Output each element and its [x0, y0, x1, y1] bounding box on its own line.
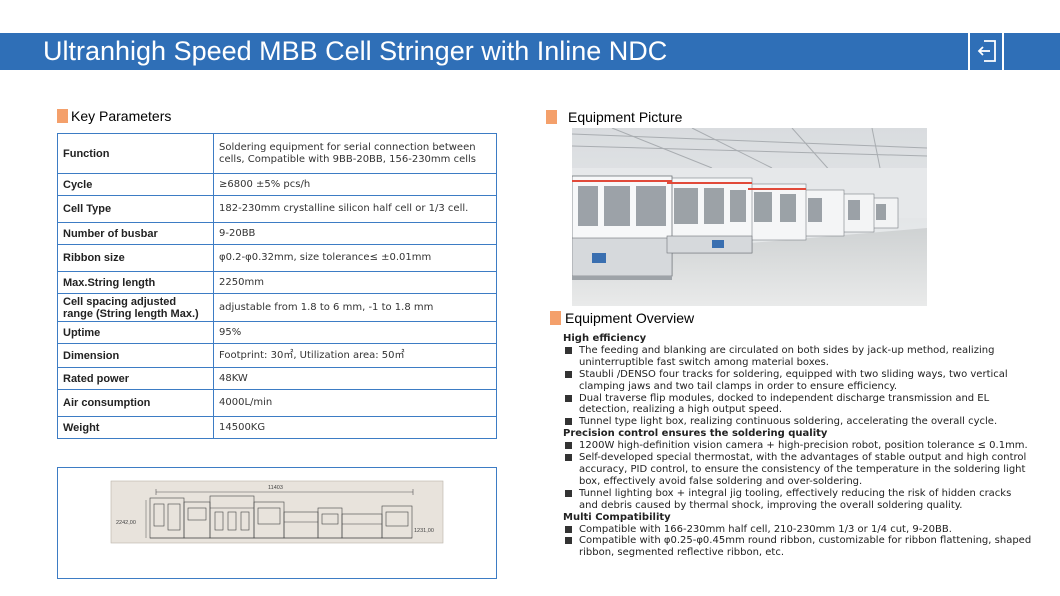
list-item-text: 1200W high-definition vision camera + hi… [579, 440, 1028, 452]
square-bullet-icon [565, 537, 572, 545]
list-item: Compatible with φ0.25-φ0.45mm round ribb… [563, 535, 1033, 559]
drawing-height-label: 2242,00 [116, 520, 136, 526]
table-row: Cycle≥6800 ±5% pcs/h [57, 173, 497, 196]
parameter-label: Ribbon size [57, 244, 214, 272]
heading-marker [550, 311, 561, 325]
square-bullet-icon [565, 418, 572, 426]
parameter-label: Weight [57, 416, 214, 439]
page-title: Ultranhigh Speed MBB Cell Stringer with … [43, 36, 668, 66]
equipment-overview-title: Equipment Overview [565, 310, 695, 326]
list-item-text: Self-developed special thermostat, with … [579, 452, 1027, 487]
exit-button[interactable] [968, 33, 1004, 70]
table-row: Cell spacing adjusted range (String leng… [57, 293, 497, 322]
parameter-value: ≥6800 ±5% pcs/h [213, 173, 497, 196]
parameter-label: Rated power [57, 367, 214, 390]
parameter-value: φ0.2-φ0.32mm, size tolerance≤ ±0.01mm [213, 244, 497, 272]
square-bullet-icon [565, 442, 572, 450]
square-bullet-icon [565, 489, 572, 497]
layout-drawing-frame: 11403 2242,00 1231,00 [57, 467, 497, 579]
square-bullet-icon [565, 525, 572, 533]
list-item-text: Tunnel type light box, realizing continu… [579, 416, 998, 428]
key-parameters-heading: Key Parameters [57, 108, 257, 125]
list-item: Dual traverse flip modules, docked to in… [563, 393, 1033, 417]
square-bullet-icon [565, 346, 572, 354]
list-item-text: The feeding and blanking are circulated … [579, 344, 995, 368]
parameter-value: adjustable from 1.8 to 6 mm, -1 to 1.8 m… [213, 293, 497, 322]
list-item: The feeding and blanking are circulated … [563, 345, 1033, 369]
title-bar: Ultranhigh Speed MBB Cell Stringer with … [0, 33, 1060, 70]
equipment-picture-title: Equipment Picture [568, 109, 683, 125]
parameter-value: 4000L/min [213, 389, 497, 417]
drawing-depth-label: 1231,00 [414, 528, 434, 534]
parameter-label: Air consumption [57, 389, 214, 417]
parameter-label: Max.String length [57, 271, 214, 294]
parameter-label: Cycle [57, 173, 214, 196]
parameter-label: Dimension [57, 343, 214, 368]
overview-section-title: Multi Compatibility [563, 511, 671, 523]
parameter-label: Function [57, 133, 214, 174]
exit-icon [977, 40, 996, 62]
parameter-value: 9-20BB [213, 222, 497, 245]
heading-marker [546, 110, 557, 124]
heading-marker [57, 109, 68, 123]
list-item: Self-developed special thermostat, with … [563, 452, 1033, 488]
overview-section-title: High efficiency [563, 333, 647, 344]
overview-section-title: Precision control ensures the soldering … [563, 428, 828, 440]
equipment-overview-heading: Equipment Overview [550, 310, 750, 327]
list-item: Staubli /DENSO four tracks for soldering… [563, 369, 1033, 393]
parameter-value: 14500KG [213, 416, 497, 439]
equipment-photo [572, 128, 927, 306]
machine-layout-drawing: 11403 2242,00 1231,00 [110, 480, 444, 544]
list-item: Compatible with 166-230mm half cell, 210… [563, 524, 1033, 536]
list-item-text: Compatible with 166-230mm half cell, 210… [579, 523, 952, 535]
parameter-value: 182-230mm crystalline silicon half cell … [213, 195, 497, 223]
parameter-value: 95% [213, 321, 497, 344]
list-item-text: Tunnel lighting box + integral jig tooli… [579, 487, 1012, 511]
square-bullet-icon [565, 454, 572, 462]
square-bullet-icon [565, 370, 572, 378]
parameter-value: 48KW [213, 367, 497, 390]
list-item-text: Staubli /DENSO four tracks for soldering… [579, 368, 1008, 392]
parameter-value: Soldering equipment for serial connectio… [213, 133, 497, 174]
list-item-text: Dual traverse flip modules, docked to in… [579, 392, 990, 416]
square-bullet-icon [565, 394, 572, 402]
parameter-label: Cell Type [57, 195, 214, 223]
equipment-picture-heading: Equipment Picture [546, 109, 746, 126]
parameter-value: Footprint: 30㎡, Utilization area: 50㎡ [213, 343, 497, 368]
list-item: Tunnel lighting box + integral jig tooli… [563, 488, 1033, 512]
key-parameters-title: Key Parameters [71, 108, 172, 124]
list-item: 1200W high-definition vision camera + hi… [563, 440, 1033, 452]
parameter-value: 2250mm [213, 271, 497, 294]
drawing-length-label: 11403 [268, 485, 283, 491]
parameter-label: Number of busbar [57, 222, 214, 245]
parameter-label: Uptime [57, 321, 214, 344]
list-item-text: Compatible with φ0.25-φ0.45mm round ribb… [579, 535, 1032, 559]
list-item: Tunnel type light box, realizing continu… [563, 416, 1033, 428]
parameter-label: Cell spacing adjusted range (String leng… [57, 293, 214, 322]
